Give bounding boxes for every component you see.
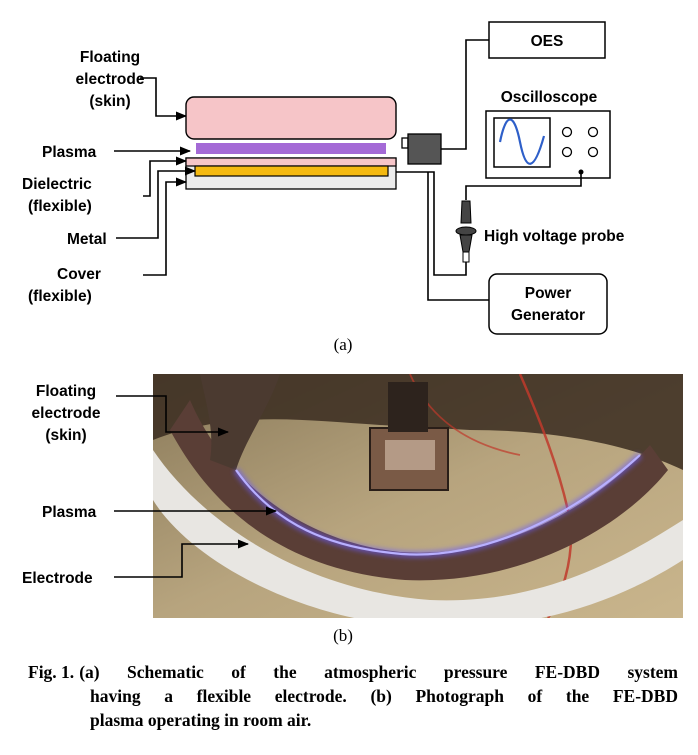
oes-cable bbox=[441, 39, 489, 150]
label-b-floating-electrode-3: (skin) bbox=[45, 427, 86, 444]
caption-prefix: Fig. 1. bbox=[28, 662, 75, 682]
knob-icon bbox=[587, 126, 599, 138]
schematic-panel-a: Floating electrode (skin) Plasma Dielect… bbox=[22, 21, 625, 354]
caption-line-1: Fig. 1. (a) Schematic of the atmospheric… bbox=[28, 660, 678, 684]
arrow-b-electrode bbox=[114, 539, 250, 578]
knob-icon bbox=[561, 126, 573, 138]
label-floating-electrode-2: electrode bbox=[76, 71, 145, 88]
label-dielectric-1: Dielectric bbox=[22, 176, 92, 193]
knob-icon bbox=[561, 146, 573, 158]
label-floating-electrode-3: (skin) bbox=[89, 93, 130, 110]
sine-wave-icon bbox=[498, 118, 546, 165]
skin-block bbox=[185, 96, 397, 140]
label-plasma: Plasma bbox=[42, 144, 97, 161]
plasma-bar bbox=[196, 143, 386, 154]
label-floating-electrode-1: Floating bbox=[80, 49, 140, 66]
caption-line-3: plasma operating in room air. bbox=[90, 710, 312, 730]
panel-a-sublabel: (a) bbox=[334, 335, 353, 354]
caption-line-1-text: (a) Schematic of the atmospheric pressur… bbox=[79, 662, 678, 682]
label-oes: OES bbox=[531, 33, 564, 50]
oes-box bbox=[488, 21, 606, 59]
label-b-electrode: Electrode bbox=[22, 570, 93, 587]
label-dielectric-2: (flexible) bbox=[28, 198, 92, 215]
arrow-b-floating-electrode bbox=[116, 395, 230, 437]
arrow-cover bbox=[143, 177, 188, 276]
arrow-floating-electrode bbox=[140, 77, 188, 121]
metal-layer bbox=[194, 165, 389, 177]
label-power-generator-1: Power bbox=[525, 285, 572, 302]
label-b-floating-electrode-2: electrode bbox=[32, 405, 101, 422]
label-cover-1: Cover bbox=[57, 266, 101, 283]
fiber-tip bbox=[401, 137, 409, 149]
panel-b-sublabel: (b) bbox=[333, 626, 353, 645]
label-power-generator-2: Generator bbox=[511, 307, 585, 324]
high-voltage-probe-icon bbox=[455, 200, 477, 263]
caption-line-2: having a flexible electrode. (b) Photogr… bbox=[90, 686, 678, 706]
arrow-dielectric bbox=[143, 156, 188, 197]
dielectric-layer bbox=[185, 157, 397, 167]
arrow-metal bbox=[116, 166, 197, 239]
figure-caption: Fig. 1. (a) Schematic of the atmospheric… bbox=[28, 660, 678, 732]
photo-image bbox=[153, 374, 683, 618]
label-cover-2: (flexible) bbox=[28, 288, 92, 305]
probe-cable bbox=[465, 172, 582, 200]
label-b-floating-electrode-1: Floating bbox=[36, 383, 96, 400]
label-b-plasma: Plasma bbox=[42, 504, 97, 521]
photograph-panel-b: Floating electrode (skin) Plasma Electro… bbox=[22, 374, 683, 645]
label-metal: Metal bbox=[67, 231, 107, 248]
oes-sensor-head bbox=[407, 133, 442, 165]
label-oscilloscope: Oscilloscope bbox=[501, 89, 598, 106]
power-wire bbox=[427, 172, 489, 301]
figure-canvas: Floating electrode (skin) Plasma Dielect… bbox=[22, 21, 683, 645]
label-hv-probe: High voltage probe bbox=[484, 228, 625, 245]
hv-wire bbox=[396, 171, 467, 276]
power-generator-box bbox=[488, 273, 608, 335]
knob-icon bbox=[587, 146, 599, 158]
